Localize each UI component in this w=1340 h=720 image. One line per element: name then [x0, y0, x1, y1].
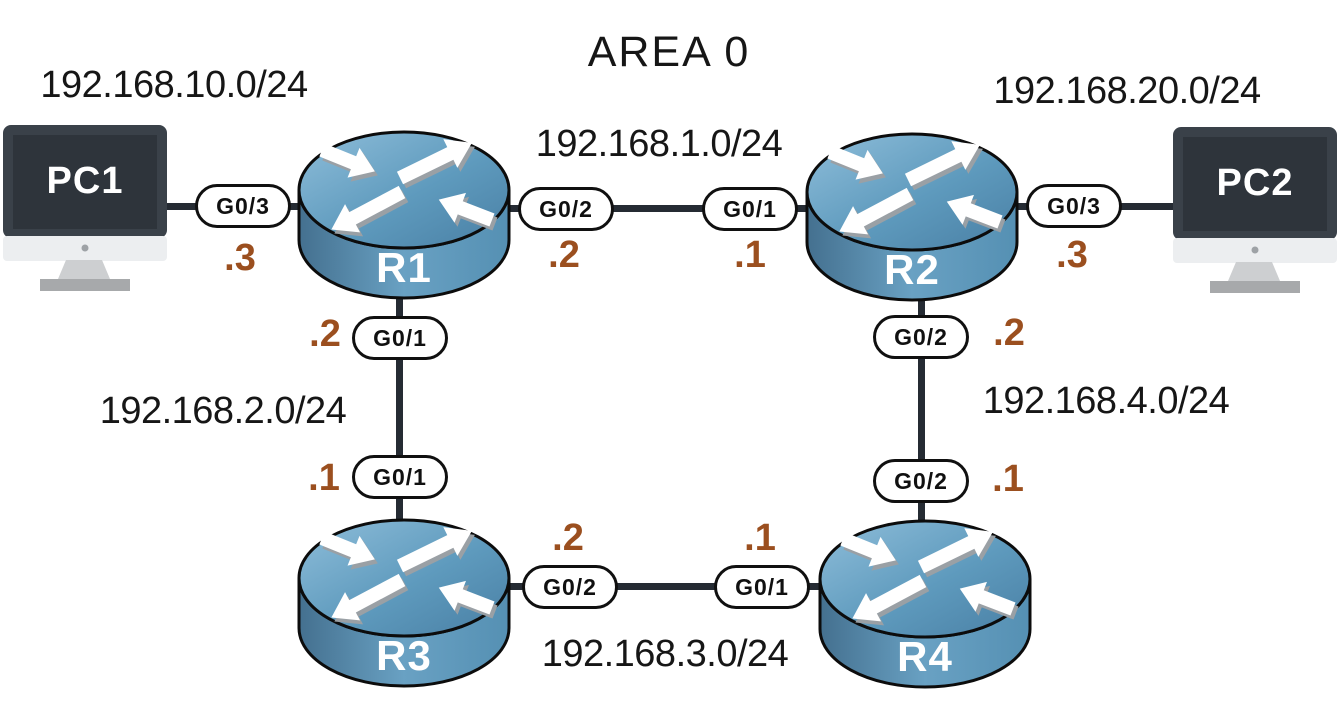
interface-pill-r4-g01: G0/1 [714, 565, 810, 609]
ip-suffix-r1-g02: .2 [548, 234, 580, 276]
interface-label: G0/3 [216, 192, 270, 219]
network-label-r2-r4: 192.168.4.0/24 [982, 380, 1230, 422]
network-label-r3-r4: 192.168.3.0/24 [541, 633, 789, 675]
interface-pill-r3-g01: G0/1 [352, 455, 448, 499]
ip-suffix-r4-g01: .1 [744, 517, 776, 559]
pc-monitor-icon [1173, 127, 1337, 293]
ip-suffix-r1-g01: .2 [309, 313, 341, 355]
router-r1-label: R1 [376, 244, 432, 291]
router-r4-label: R4 [897, 633, 953, 680]
interface-label: G0/2 [543, 573, 597, 600]
interface-label: G0/3 [1047, 192, 1101, 219]
router-r2: R2 [804, 130, 1020, 306]
link-r3-r4 [505, 583, 827, 590]
pc2-label: PC2 [1216, 162, 1294, 204]
interface-label: G0/2 [894, 467, 948, 494]
interface-pill-r1-g01: G0/1 [352, 316, 448, 360]
interface-label: G0/2 [539, 195, 593, 222]
pc-pc2: PC2 [1172, 126, 1338, 296]
router-r4: R4 [817, 517, 1033, 693]
ip-suffix-r1-g03: .3 [224, 237, 256, 279]
ip-suffix-r2-g01: .1 [734, 234, 766, 276]
ip-suffix-r3-g01: .1 [308, 457, 340, 499]
link-r2-r4 [918, 300, 925, 524]
interface-label: G0/1 [373, 463, 427, 490]
interface-pill-r4-g02: G0/2 [873, 459, 969, 503]
interface-pill-r2-g02: G0/2 [873, 315, 969, 359]
router-r1: R1 [296, 128, 512, 304]
router-r3: R3 [296, 516, 512, 692]
pc-monitor-icon [3, 125, 167, 291]
ip-suffix-r3-g02: .2 [552, 517, 584, 559]
pc1-label: PC1 [46, 160, 124, 202]
ip-suffix-r4-g02: .1 [992, 458, 1024, 500]
ip-suffix-r2-g02: .2 [993, 312, 1025, 354]
interface-pill-r2-g01: G0/1 [702, 187, 798, 231]
network-label-pc2-lan: 192.168.20.0/24 [993, 70, 1261, 112]
interface-label: G0/1 [735, 573, 789, 600]
ip-suffix-r2-g03: .3 [1056, 234, 1088, 276]
interface-pill-r1-g03: G0/3 [195, 184, 291, 228]
interface-label: G0/1 [373, 324, 427, 351]
router-r3-label: R3 [376, 632, 432, 679]
router-r2-label: R2 [884, 246, 940, 293]
pc-pc1: PC1 [2, 124, 168, 294]
network-label-r1-r3: 192.168.2.0/24 [99, 390, 347, 432]
interface-pill-r3-g02: G0/2 [522, 565, 618, 609]
link-r1-r2 [498, 205, 818, 212]
interface-pill-r1-g02: G0/2 [518, 187, 614, 231]
interface-label: G0/2 [894, 323, 948, 350]
network-label-r1-r2: 192.168.1.0/24 [535, 123, 783, 165]
interface-label: G0/1 [723, 195, 777, 222]
link-r1-r3 [396, 296, 403, 524]
area-title: AREA 0 [587, 28, 751, 76]
interface-pill-r2-g03: G0/3 [1026, 184, 1122, 228]
network-label-pc1-lan: 192.168.10.0/24 [40, 64, 308, 106]
